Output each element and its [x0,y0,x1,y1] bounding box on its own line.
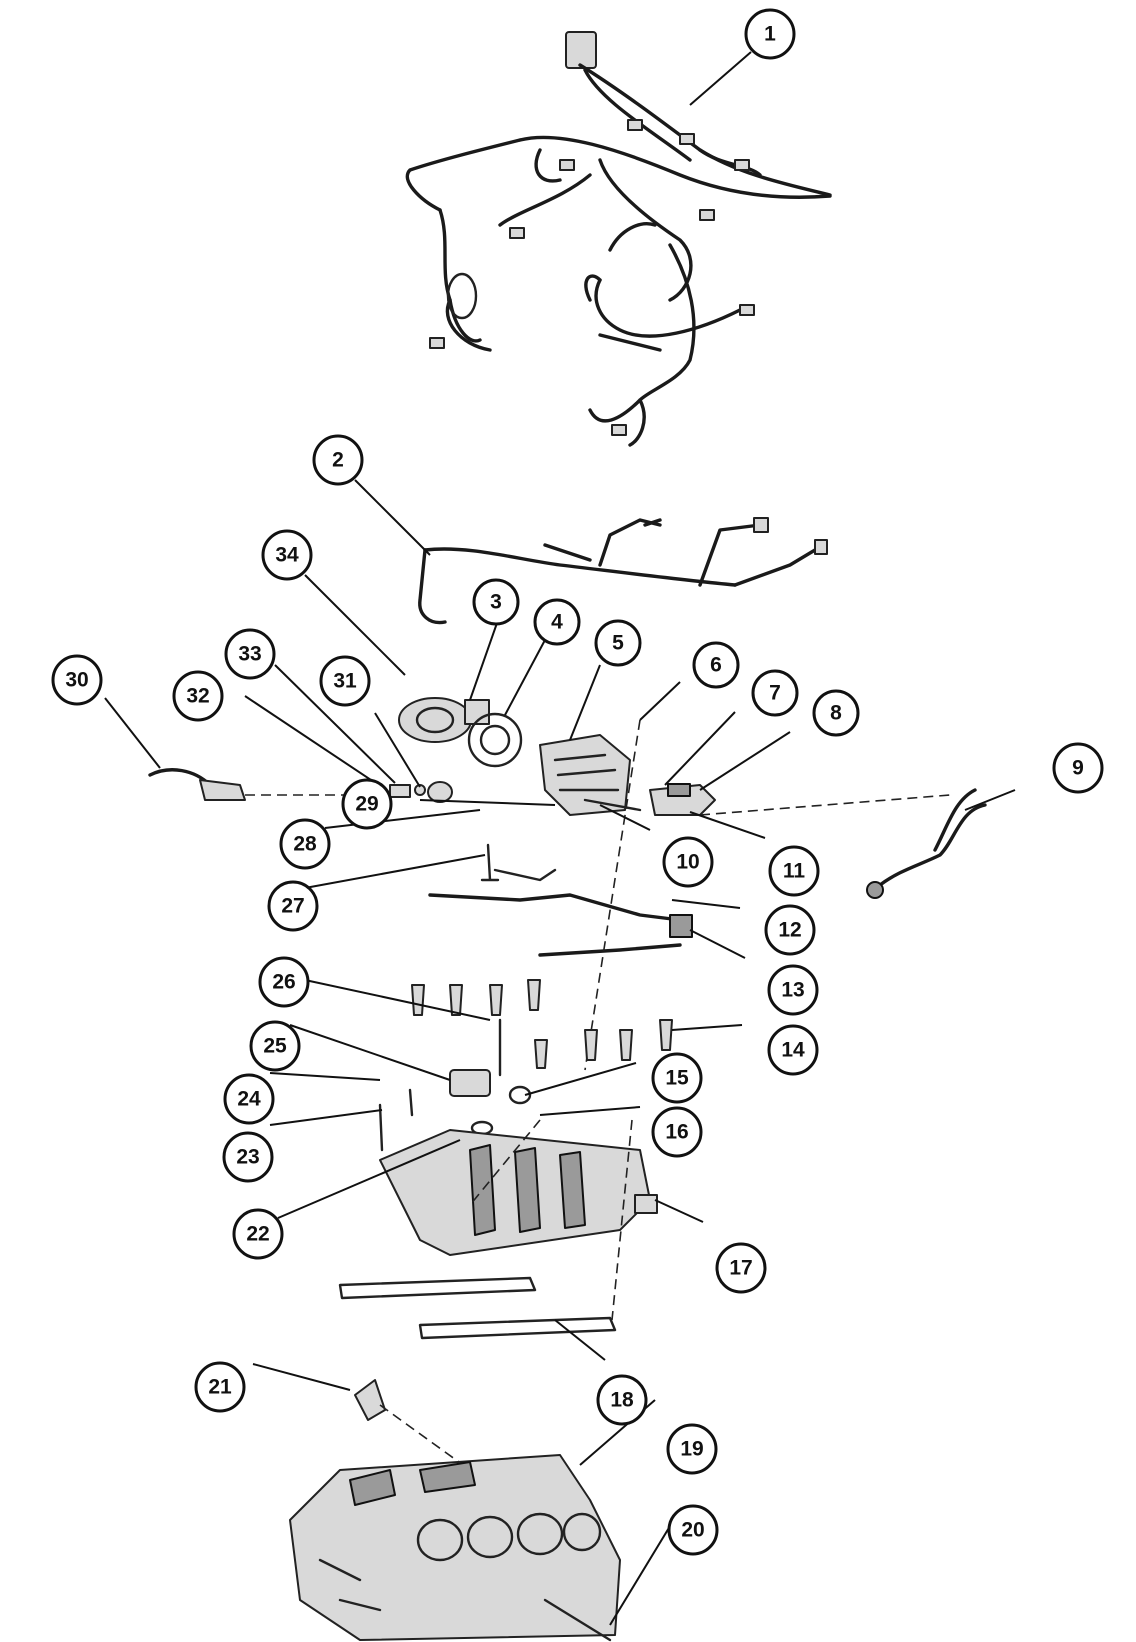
idle-valve-parts [378,1018,532,1152]
fuel-injectors [411,979,673,1069]
callout-20: 20 [667,1504,719,1556]
callout-5: 5 [594,619,642,667]
callout-30-label: 30 [65,669,88,692]
callout-9-label: 9 [1072,757,1084,780]
callout-5-label: 5 [612,632,624,655]
callout-18-label: 18 [610,1389,634,1412]
vapor-hose [699,788,987,899]
callout-3: 3 [472,578,520,626]
callout-28: 28 [279,818,331,870]
callout-30: 30 [51,654,103,706]
plug [354,1379,471,1471]
engine-block [289,1454,621,1641]
callout-29: 29 [341,778,393,830]
callout-9: 9 [1052,742,1104,794]
block-bolt [543,1598,612,1642]
callout-14-label: 14 [781,1039,805,1062]
callout-27: 27 [267,880,319,932]
callout-8: 8 [812,689,860,737]
callout-7-label: 7 [769,682,781,705]
callout-6: 6 [692,641,740,689]
callout-8-label: 8 [830,702,842,725]
wiring-harness [405,31,832,447]
callout-31-label: 31 [333,670,357,693]
callout-1: 1 [744,8,796,60]
throttle-body [398,697,490,743]
callout-15: 15 [651,1052,703,1104]
callout-16: 16 [651,1106,703,1158]
callout-25: 25 [249,1020,301,1072]
callout-34: 34 [261,529,313,581]
intake-gaskets [338,1119,633,1340]
fuel-rail [428,719,693,1071]
callout-3-label: 3 [490,591,502,614]
callout-23-label: 23 [236,1146,259,1169]
callout-32-label: 32 [186,685,209,708]
callout-21: 21 [194,1361,246,1413]
callout-10-label: 10 [676,851,699,874]
callout-31: 31 [319,655,371,707]
callout-13-label: 13 [781,979,804,1002]
callout-13: 13 [767,964,819,1016]
callout-17: 17 [715,1242,767,1294]
callout-15-label: 15 [665,1067,689,1090]
callout-14: 14 [767,1024,819,1076]
callout-21-label: 21 [208,1376,232,1399]
callout-19-label: 19 [680,1438,703,1461]
small-fittings [389,781,453,803]
callout-7: 7 [751,669,799,717]
tube-assembly [418,517,828,625]
callout-4: 4 [533,598,581,646]
callout-12: 12 [764,904,816,956]
callout-26: 26 [258,956,310,1008]
callout-2-label: 2 [332,449,344,472]
regulator-bracket [583,783,716,816]
callout-11-label: 11 [783,860,806,883]
callout-11: 11 [768,845,820,897]
callout-26-label: 26 [272,971,295,994]
callout-33: 33 [224,628,276,680]
callout-16-label: 16 [665,1121,688,1144]
callout-22: 22 [232,1208,284,1260]
lower-intake-manifold [379,1119,658,1256]
callout-25-label: 25 [263,1035,287,1058]
callout-34-label: 34 [275,544,299,567]
callout-18: 18 [596,1374,648,1426]
upper-intake-plenum [539,734,631,816]
callout-33-label: 33 [238,643,261,666]
callout-6-label: 6 [710,654,722,677]
callout-23: 23 [222,1131,274,1183]
callout-12-label: 12 [778,919,801,942]
callout-17-label: 17 [729,1257,752,1280]
callout-4-label: 4 [551,611,563,634]
callout-24: 24 [223,1073,275,1125]
callout-28-label: 28 [293,833,317,856]
callout-1-label: 1 [764,23,776,46]
fuel-rail-bolts [480,843,557,882]
throttle-body-gasket [467,712,523,768]
callout-22-label: 22 [246,1223,269,1246]
callout-10: 10 [662,836,714,888]
callout-24-label: 24 [237,1088,261,1111]
callout-2: 2 [312,434,364,486]
callout-19: 19 [666,1423,718,1475]
callout-29-label: 29 [355,793,378,816]
callout-20-label: 20 [681,1519,704,1542]
callout-32: 32 [172,670,224,722]
callout-27-label: 27 [281,895,304,918]
